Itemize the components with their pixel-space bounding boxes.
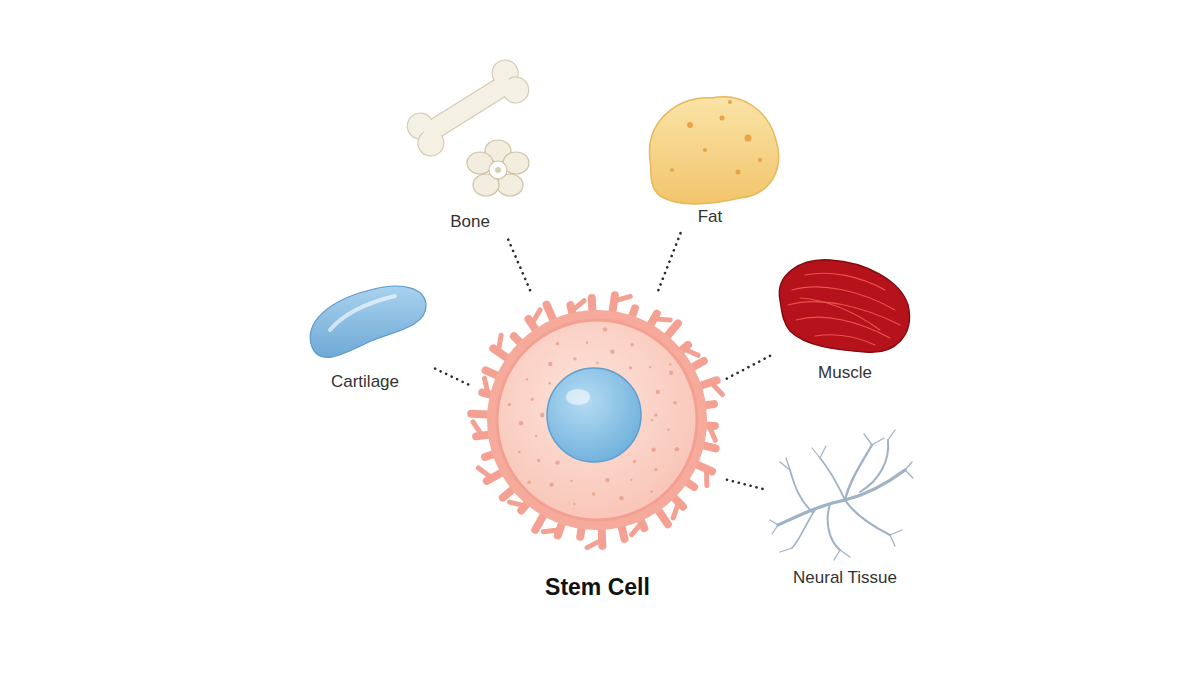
cartilage-illustration [310, 286, 426, 357]
tissue-label: Bone [405, 212, 535, 232]
cell-granule [669, 371, 673, 375]
cell-granule [610, 350, 614, 354]
tissue-node: Neural Tissue [770, 432, 920, 588]
cell-granule [527, 480, 530, 483]
cell-granule [654, 468, 657, 471]
cell-granule [555, 460, 559, 464]
cell-granule [570, 480, 572, 482]
tissue-node: Cartilage [300, 278, 430, 392]
cell-granule [603, 327, 607, 331]
cell-granule [531, 398, 534, 401]
cell-granule [548, 362, 552, 366]
cell-protrusion [532, 310, 540, 324]
cell-protrusion [484, 378, 488, 394]
cell-protrusion [510, 502, 526, 506]
cell-granule [537, 459, 540, 462]
cell-granule [519, 421, 523, 425]
cell-granule [630, 343, 633, 346]
cell-protrusions [471, 295, 722, 547]
cell-protrusion [704, 469, 709, 486]
cell-granule [535, 435, 537, 437]
cell-granule [592, 492, 595, 495]
cell-granule [556, 342, 559, 345]
cell-protrusion [654, 319, 670, 320]
cell-protrusion [478, 468, 492, 478]
tissue-label: Neural Tissue [770, 568, 920, 588]
cell-granule [649, 366, 651, 368]
cell-protrusion [473, 422, 482, 436]
stem-cell-node: Stem Cell [470, 292, 725, 601]
stem-cell-illustration [471, 295, 722, 547]
cell-protrusion [683, 349, 698, 356]
tissue-node: Fat [640, 88, 780, 227]
tissue-label: Muscle [775, 363, 915, 383]
cell-protrusion [632, 523, 642, 535]
dotted-connector [727, 355, 772, 378]
tissue-label: Cartilage [300, 372, 430, 392]
cell-granule [573, 357, 576, 360]
fat-illustration [650, 97, 779, 204]
cell-protrusion [543, 530, 559, 532]
cell-granule [526, 378, 528, 380]
cell-granule [633, 460, 636, 463]
cell-granule [605, 478, 609, 482]
cell-label: Stem Cell [470, 573, 725, 601]
cell-protrusion [709, 426, 715, 441]
cell-granule [656, 390, 660, 394]
cell-protrusion [711, 382, 723, 394]
cell-granule [596, 362, 598, 364]
bone-illustration [402, 55, 533, 196]
dotted-connector [658, 231, 681, 290]
tissue-node: Muscle [775, 250, 915, 383]
cell-protrusion [673, 502, 679, 518]
cell-granule [630, 479, 632, 481]
cell-granule [540, 413, 544, 417]
cell-granule [518, 451, 520, 453]
cell-granule [651, 419, 653, 421]
cell-protrusion [498, 335, 501, 352]
cell-granules [508, 327, 679, 505]
tissue-label: Fat [640, 207, 780, 227]
cell-granule [629, 366, 632, 369]
cell-granule [673, 401, 676, 404]
cell-protrusion [587, 540, 602, 548]
cell-granule [651, 448, 655, 452]
cell-granule [675, 447, 679, 451]
cell-granule [548, 382, 550, 384]
cell-granule [654, 413, 657, 416]
cell-granule [667, 428, 669, 430]
tissue-node: Bone [405, 70, 535, 232]
dotted-connector [727, 480, 766, 490]
cell-protrusion [572, 301, 584, 311]
cell-granule [619, 496, 623, 500]
dotted-connector [434, 368, 469, 385]
cell-granule [651, 490, 653, 492]
cell-protrusion [614, 296, 630, 301]
cell-granule [586, 341, 588, 343]
cell-granule [573, 503, 575, 505]
dotted-connector [507, 236, 531, 290]
muscle-illustration [779, 260, 909, 352]
cell-granule [549, 482, 553, 486]
neuron-illustration [770, 430, 913, 560]
cell-granule [669, 363, 671, 365]
cell-granule [508, 403, 511, 406]
